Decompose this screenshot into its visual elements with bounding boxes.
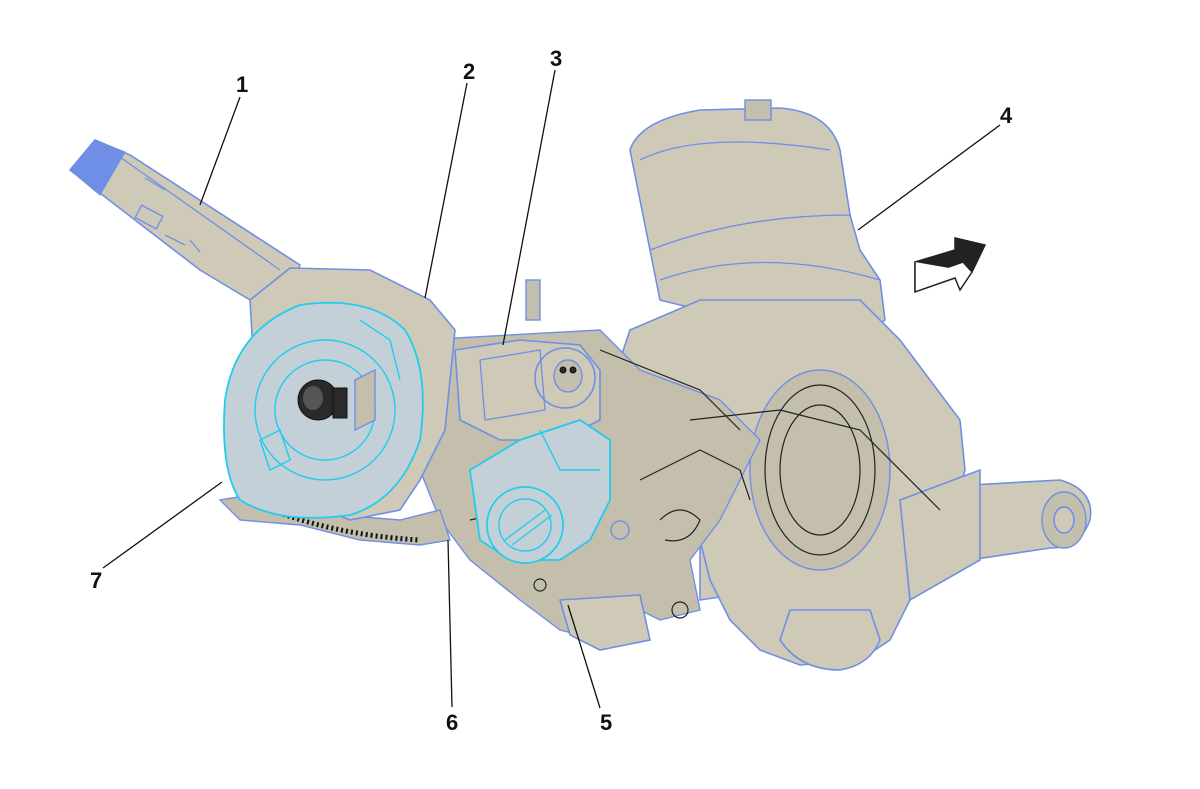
- leader-1: [199, 96, 241, 206]
- electric-motor-assembly: [619, 99, 981, 671]
- leader-6: [447, 539, 453, 708]
- leader-2: [424, 82, 468, 299]
- callout-4: 4: [1000, 103, 1013, 128]
- leader-5: [567, 604, 601, 709]
- multifunction-stalk-switch: [68, 139, 302, 301]
- callout-labels: 1 2 3 4 5 6 7: [90, 46, 1013, 735]
- ignition-lock-cylinder: [454, 279, 601, 441]
- steering-lock-module: [469, 419, 611, 564]
- leader-4: [857, 124, 1001, 231]
- callout-leaders: [102, 69, 1001, 709]
- callout-7: 7: [90, 568, 102, 593]
- arrow-right-icon: [914, 237, 987, 294]
- callout-3: 3: [550, 46, 562, 71]
- callout-1: 1: [236, 72, 248, 97]
- callout-2: 2: [463, 59, 475, 84]
- leader-7: [102, 481, 223, 569]
- leader-3: [502, 69, 556, 346]
- callout-5: 5: [600, 710, 612, 735]
- combination-switch-housing: [223, 267, 456, 521]
- callout-6: 6: [446, 710, 458, 735]
